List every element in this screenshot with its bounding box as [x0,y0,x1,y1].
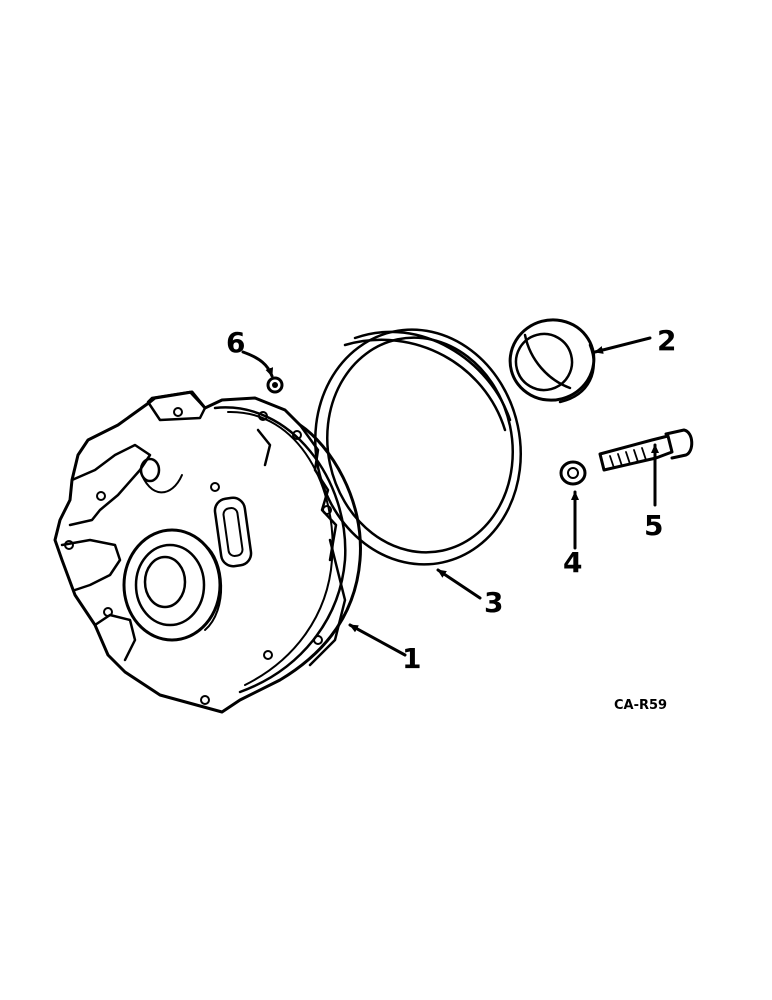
cap-screw [598,428,694,472]
leader-lines [241,336,659,657]
seal [508,318,596,404]
callout-5: 5 [644,509,663,542]
leader-3 [436,568,482,600]
callout-2: 2 [657,324,676,357]
callout-1: 1 [402,642,421,675]
leader-6 [241,350,274,378]
leader-1 [348,623,407,657]
callout-4: 4 [563,546,582,579]
washer [559,460,587,486]
o-ring [314,328,522,566]
pipe-plug [266,376,284,394]
leader-2 [593,336,652,354]
callout-3: 3 [484,586,503,619]
pump-housing [53,390,362,714]
drawing-code: CA-R59 [614,698,667,713]
callout-6: 6 [226,326,245,359]
